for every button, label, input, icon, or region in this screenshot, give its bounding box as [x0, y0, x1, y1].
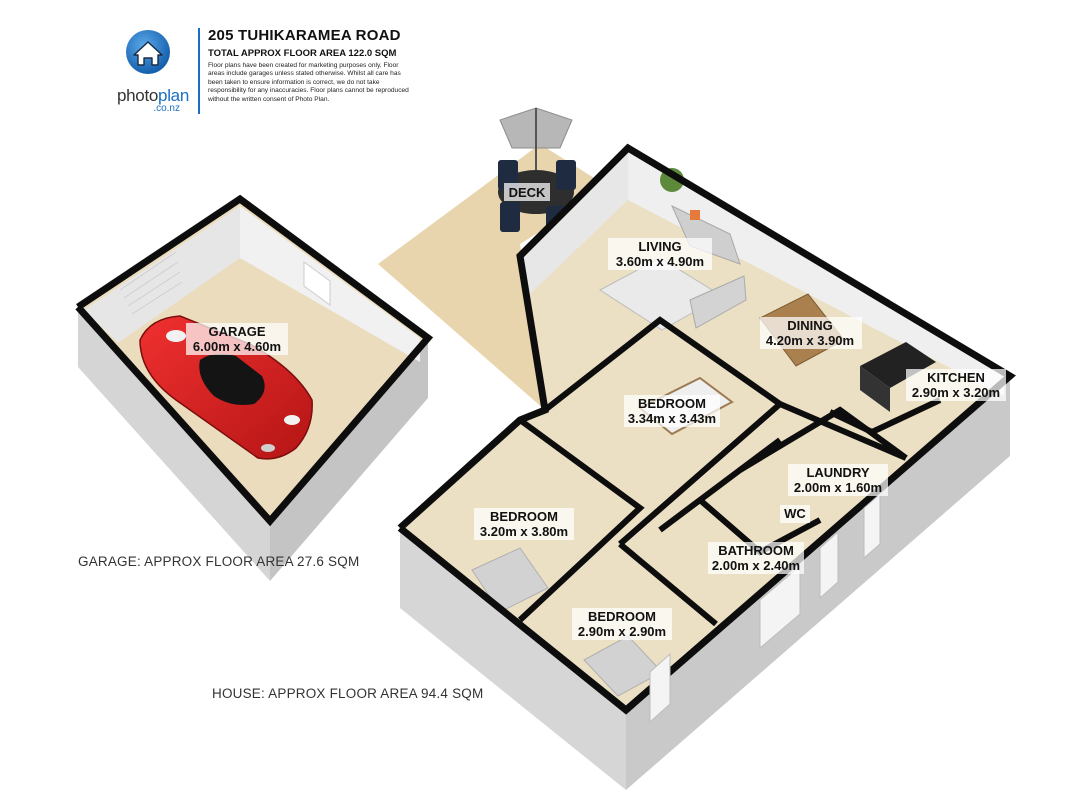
garage-block — [75, 194, 434, 581]
header-divider — [198, 28, 200, 114]
room-size-garage: 6.00m x 4.60m — [193, 339, 281, 354]
room-size-kitchen: 2.90m x 3.20m — [912, 385, 1000, 400]
room-size-bathroom: 2.00m x 2.40m — [712, 558, 800, 573]
label-deck: DECK — [504, 183, 550, 201]
room-name-garage: GARAGE — [208, 324, 265, 339]
garage-window — [303, 261, 331, 306]
label-bathroom: BATHROOM 2.00m x 2.40m — [708, 542, 804, 574]
label-laundry: LAUNDRY 2.00m x 1.60m — [788, 464, 888, 496]
label-kitchen: KITCHEN 2.90m x 3.20m — [906, 369, 1006, 401]
room-name-deck: DECK — [509, 185, 546, 200]
room-name-laundry: LAUNDRY — [806, 465, 869, 480]
windows — [649, 492, 881, 724]
label-garage: GARAGE 6.00m x 4.60m — [186, 323, 288, 355]
house-block — [397, 143, 1016, 790]
label-living: LIVING 3.60m x 4.90m — [608, 238, 712, 270]
room-size-bedroom-c: 2.90m x 2.90m — [578, 624, 666, 639]
label-bedroom-b: BEDROOM 3.20m x 3.80m — [474, 508, 574, 540]
car — [139, 315, 313, 460]
label-bedroom-c: BEDROOM 2.90m x 2.90m — [572, 608, 672, 640]
header: photoplan .co.nz 205 TUHIKARAMEA ROAD TO… — [0, 0, 1076, 120]
room-labels: DECK LIVING 3.60m x 4.90m DINING 4.20m x… — [186, 183, 1006, 640]
label-bedroom-a: BEDROOM 3.34m x 3.43m — [624, 395, 720, 427]
room-name-bedroom-c: BEDROOM — [588, 609, 656, 624]
garage-door — [119, 251, 183, 315]
photoplan-logo: photoplan .co.nz — [112, 28, 194, 114]
house-area-note: HOUSE: APPROX FLOOR AREA 94.4 SQM — [212, 686, 484, 701]
interior-walls — [517, 316, 942, 627]
room-name-bedroom-b: BEDROOM — [490, 509, 558, 524]
room-name-wc: WC — [784, 506, 806, 521]
room-size-bedroom-b: 3.20m x 3.80m — [480, 524, 568, 539]
label-dining: DINING 4.20m x 3.90m — [760, 317, 862, 349]
room-size-bedroom-a: 3.34m x 3.43m — [628, 411, 716, 426]
logo-domain: .co.nz — [153, 103, 180, 114]
logo-wordmark: photoplan — [117, 86, 189, 105]
garage-area-note: GARAGE: APPROX FLOOR AREA 27.6 SQM — [78, 554, 360, 569]
room-name-bathroom: BATHROOM — [718, 543, 794, 558]
house-icon — [126, 30, 170, 74]
room-size-living: 3.60m x 4.90m — [616, 254, 704, 269]
room-name-bedroom-a: BEDROOM — [638, 396, 706, 411]
property-title: 205 TUHIKARAMEA ROAD — [208, 27, 401, 44]
room-name-living: LIVING — [638, 239, 681, 254]
room-size-laundry: 2.00m x 1.60m — [794, 480, 882, 495]
deck — [378, 107, 610, 410]
label-wc: WC — [780, 505, 810, 523]
room-name-dining: DINING — [787, 318, 833, 333]
room-name-kitchen: KITCHEN — [927, 370, 985, 385]
total-floor-area: TOTAL APPROX FLOOR AREA 122.0 SQM — [208, 48, 397, 59]
disclaimer-text: Floor plans have been created for market… — [208, 62, 409, 103]
room-size-dining: 4.20m x 3.90m — [766, 333, 854, 348]
